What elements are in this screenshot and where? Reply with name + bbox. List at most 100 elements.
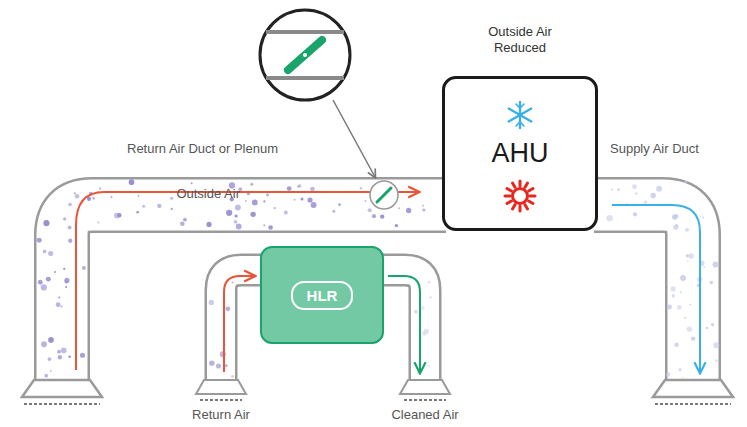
particle: [46, 277, 51, 282]
particle: [674, 214, 679, 219]
return-duct-inner: [62, 205, 446, 381]
particle: [671, 286, 676, 291]
particle: [700, 215, 702, 217]
grille-slot: [655, 403, 731, 405]
sun-ray: [530, 195, 535, 198]
particle: [43, 250, 47, 254]
particle: [252, 200, 258, 206]
particle: [206, 222, 211, 227]
particle: [372, 214, 376, 218]
particle: [644, 201, 647, 204]
particle: [68, 203, 72, 207]
particle: [41, 341, 47, 347]
particle: [68, 225, 72, 229]
zoom-damper-blade: [288, 40, 322, 70]
particle: [310, 187, 315, 192]
particle: [680, 275, 686, 281]
particle: [307, 197, 312, 202]
particle: [82, 266, 86, 270]
particles: [37, 179, 720, 378]
particle: [235, 204, 241, 210]
particle: [674, 343, 678, 347]
particle: [332, 210, 335, 213]
supply-flow-arrow: [612, 205, 700, 372]
particle: [138, 195, 140, 197]
particle: [56, 302, 61, 307]
particle: [672, 294, 676, 298]
damper-blade: [377, 188, 391, 202]
particle: [75, 194, 80, 199]
particle: [667, 304, 672, 309]
particle: [395, 224, 398, 227]
particle: [702, 216, 704, 218]
particle: [41, 284, 47, 290]
particle: [48, 357, 52, 361]
particle: [60, 305, 62, 307]
particle: [266, 193, 269, 196]
particle: [97, 222, 99, 224]
particle: [235, 214, 238, 217]
unit-name: AHU: [491, 138, 548, 169]
particle: [92, 197, 95, 200]
particle: [684, 181, 687, 184]
particle: [44, 374, 48, 378]
particle: [231, 375, 234, 378]
duct-label: Return Air Duct or Plenum: [127, 141, 278, 157]
hlr-inlet-inner: [221, 270, 262, 381]
particle: [87, 197, 91, 201]
particle: [274, 207, 276, 209]
particle: [50, 370, 52, 372]
particle: [287, 186, 292, 191]
particle: [157, 204, 161, 208]
particle: [368, 208, 372, 212]
sun-ray: [525, 183, 528, 187]
particle: [209, 360, 214, 365]
particle: [298, 184, 302, 188]
particle: [245, 200, 247, 202]
duct-grille: [22, 380, 102, 397]
sun-ray: [529, 201, 533, 204]
particle: [682, 377, 684, 379]
particle: [680, 291, 682, 293]
particle: [183, 218, 187, 222]
particle: [685, 228, 689, 232]
zoom-pipe-wall: [266, 30, 344, 34]
particle: [64, 278, 69, 283]
sun-ray: [513, 205, 516, 209]
particle: [74, 192, 76, 194]
particle: [606, 215, 612, 221]
particle: [99, 187, 101, 189]
particle: [710, 281, 713, 284]
air-handling-unit: AHU: [442, 76, 598, 231]
damper-pivot: [303, 53, 307, 57]
particle: [617, 188, 620, 191]
particle: [301, 198, 304, 201]
hlr-return-arrow: [224, 276, 254, 372]
particle: [711, 323, 714, 326]
particle: [234, 220, 238, 224]
particle: [380, 214, 384, 218]
sun-ray: [525, 205, 528, 209]
duct-grille: [400, 380, 450, 394]
return-duct: [62, 205, 446, 380]
grille-slot: [200, 399, 242, 401]
particle: [656, 186, 662, 192]
damper-ring: [370, 181, 398, 209]
heating-icon: [505, 181, 535, 211]
particle: [61, 348, 67, 354]
supply-duct-inner: [594, 205, 693, 381]
particle: [632, 184, 637, 189]
particle: [686, 254, 689, 257]
hlr-outlet-inner: [380, 270, 425, 381]
particle: [45, 220, 47, 222]
port-label: Cleaned Air: [391, 407, 458, 423]
particle: [43, 220, 49, 226]
particle: [687, 260, 689, 262]
particle: [398, 207, 400, 209]
cleaned-air-arrow: [388, 276, 420, 372]
particle: [687, 327, 692, 332]
particle: [65, 286, 67, 288]
callout-note: Outside Air Reduced: [475, 24, 565, 56]
ahu-fill: [442, 76, 598, 231]
particle: [689, 253, 694, 258]
